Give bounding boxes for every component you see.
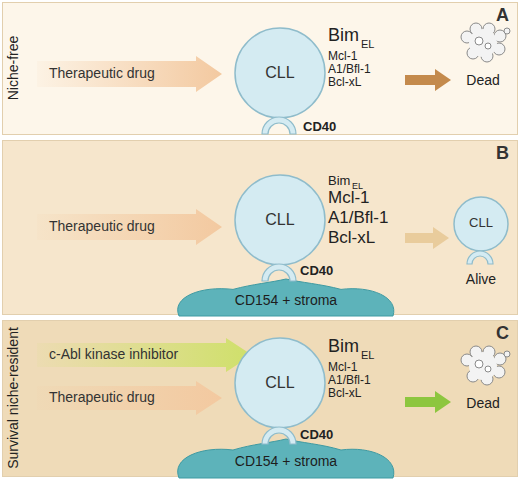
cd40-receptor <box>262 117 296 134</box>
stroma-label: CD154 + stroma <box>171 454 401 469</box>
drug-label: c-Abl kinase inhibitor <box>49 347 178 362</box>
cd40-receptor <box>467 251 493 264</box>
dead-cell: Dead <box>453 21 513 96</box>
cell-body <box>469 352 497 380</box>
cell-outline <box>233 26 403 121</box>
cell-state: Dead <box>453 396 513 411</box>
cd40-receptor <box>262 264 296 281</box>
drug-arrow: c-Abl kinase inhibitor <box>37 338 252 372</box>
drug-arrow: Therapeutic drug <box>37 381 222 415</box>
drug-label: Therapeutic drug <box>49 390 155 405</box>
protein-label: Bcl-xL <box>328 229 375 248</box>
cell-name: CLL <box>451 216 511 230</box>
fate-arrow <box>405 69 451 91</box>
drug-label: Therapeutic drug <box>49 219 155 234</box>
protein-label: Mcl-1 <box>328 189 370 208</box>
fragment <box>504 351 510 357</box>
arrow-body <box>37 338 252 372</box>
receptor-label: CD40 <box>303 120 336 134</box>
protein-label: A1/Bfl-1 <box>328 63 371 76</box>
panel-letter: C <box>496 324 509 344</box>
cell-outline <box>233 336 403 431</box>
fate-arrow <box>405 391 451 413</box>
cell-name: CLL <box>233 374 327 392</box>
protein-label: Bcl-xL <box>328 76 361 89</box>
dead-cell-icon <box>461 346 510 385</box>
panel-letter: B <box>496 144 509 164</box>
cell-name: CLL <box>233 211 327 229</box>
cell-body <box>469 29 497 57</box>
fragment <box>485 43 491 49</box>
fragment <box>504 28 510 34</box>
cll-cell: CLL <box>233 26 403 121</box>
panel-letter: A <box>496 6 509 26</box>
drug-arrow: Therapeutic drug <box>37 56 222 92</box>
drug-arrow: Therapeutic drug <box>37 209 222 245</box>
protein-label: Bim <box>328 337 359 357</box>
protein-label: Bim <box>328 26 359 46</box>
fate-arrow <box>405 227 449 249</box>
dead-cell-icon <box>461 23 510 62</box>
panel-band: A Therapeutic drug CLL Dead <box>2 2 518 135</box>
side-label: Niche-free <box>6 36 21 101</box>
fragment <box>475 37 483 45</box>
drug-label: Therapeutic drug <box>49 66 155 81</box>
protein-label: Mcl-1 <box>328 361 357 374</box>
cll-cell: CLL Alive <box>451 196 511 296</box>
cell-state: Dead <box>453 73 513 88</box>
protein-label: EL <box>361 38 374 50</box>
arrow-body <box>37 209 222 245</box>
protein-label: A1/Bfl-1 <box>328 374 371 387</box>
side-label: Survival niche-resident <box>6 327 21 469</box>
cd40-receptor <box>262 427 296 444</box>
protein-label: Bim <box>328 174 350 188</box>
fragment <box>485 366 491 372</box>
protein-label: A1/Bfl-1 <box>328 209 388 228</box>
panel-band: B Therapeutic drug CLL CLL AliveCD154 + stro… <box>2 140 518 315</box>
cell-state: Alive <box>451 272 511 287</box>
stroma-label: CD154 + stroma <box>171 293 401 308</box>
protein-label: EL <box>361 349 374 361</box>
protein-label: Mcl-1 <box>328 50 357 63</box>
stroma-cell: CD154 + stroma <box>171 278 401 316</box>
fragment <box>475 360 483 368</box>
receptor-label: CD40 <box>300 428 333 442</box>
cell-name: CLL <box>233 64 327 82</box>
receptor-label: CD40 <box>300 264 333 278</box>
stroma-cell: CD154 + stroma <box>171 438 401 478</box>
protein-label: Bcl-xL <box>328 387 361 400</box>
dead-cell: Dead <box>453 344 513 419</box>
arrow-body <box>37 56 222 92</box>
arrow-body <box>37 381 222 415</box>
cll-cell: CLL <box>233 336 403 431</box>
